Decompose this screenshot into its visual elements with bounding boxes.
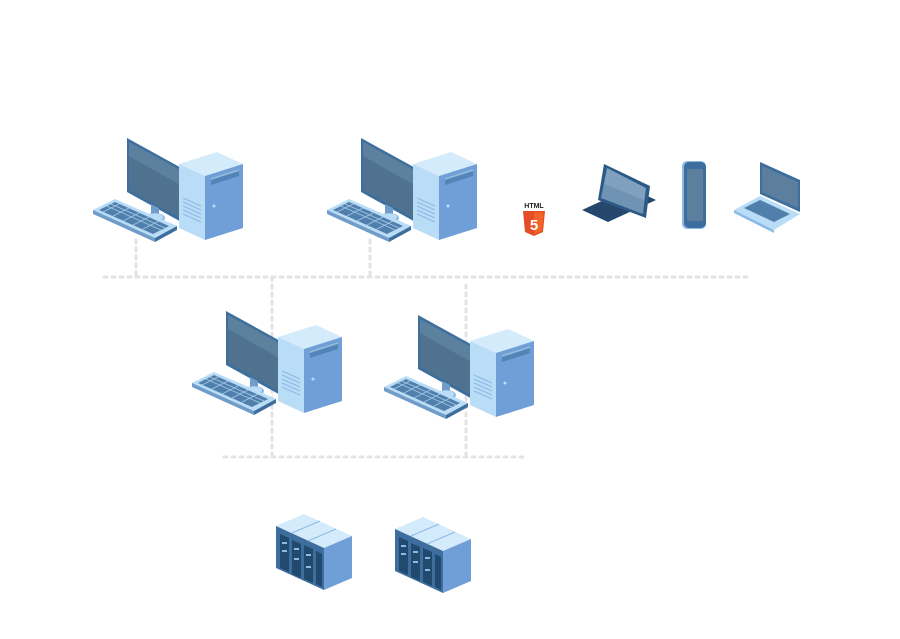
desktop-workstation-1 <box>92 137 244 243</box>
tablet-icon <box>582 164 656 222</box>
smartphone-icon <box>682 161 706 229</box>
server-rack-2 <box>394 516 472 594</box>
desktop-workstation-2 <box>326 137 478 243</box>
server-rack-1 <box>275 513 353 591</box>
html5-number: 5 <box>530 217 538 234</box>
html5-label: HTML <box>524 203 544 210</box>
desktop-workstation-3 <box>191 310 343 416</box>
laptop-icon <box>734 162 800 233</box>
html5-badge: HTML 5 <box>523 203 545 236</box>
desktop-workstation-4 <box>383 314 535 420</box>
